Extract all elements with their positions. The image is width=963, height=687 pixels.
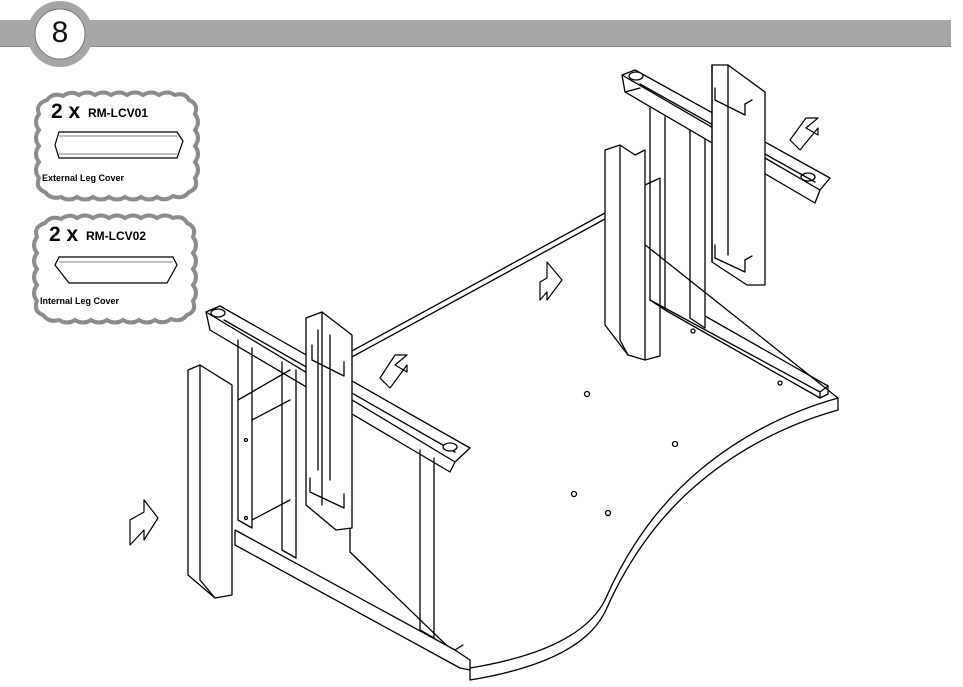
- near-external-leg-cover: [187, 364, 233, 599]
- parts-callout-internal-leg-cover: 2 x RM-LCV02 Internal Leg Cover: [31, 213, 199, 325]
- direction-arrows: [129, 117, 819, 546]
- arrow-icon: [789, 117, 819, 151]
- far-internal-leg-cover: [711, 64, 766, 286]
- arrow-icon: [539, 261, 563, 301]
- parts-callout-external-leg-cover: 2 x RM-LCV01 External Leg Cover: [33, 90, 201, 202]
- part-code: RM-LCV02: [86, 229, 147, 243]
- far-external-leg-cover: [604, 144, 661, 361]
- desktop-panel: [349, 212, 839, 681]
- cloud-frame-icon: [34, 90, 200, 202]
- arrow-icon: [129, 499, 159, 546]
- part-name: External Leg Cover: [42, 173, 125, 183]
- cloud-frame-icon: [32, 213, 198, 325]
- part-quantity: 2 x: [49, 223, 79, 246]
- arrow-icon: [379, 354, 408, 389]
- part-code: RM-LCV01: [88, 106, 149, 120]
- part-quantity: 2 x: [51, 100, 81, 123]
- step-number: 8: [51, 16, 69, 49]
- step-header-bar: [0, 20, 951, 47]
- part-name: Internal Leg Cover: [40, 296, 120, 306]
- near-internal-leg-cover: [305, 311, 353, 531]
- step-number-badge: [27, 1, 93, 67]
